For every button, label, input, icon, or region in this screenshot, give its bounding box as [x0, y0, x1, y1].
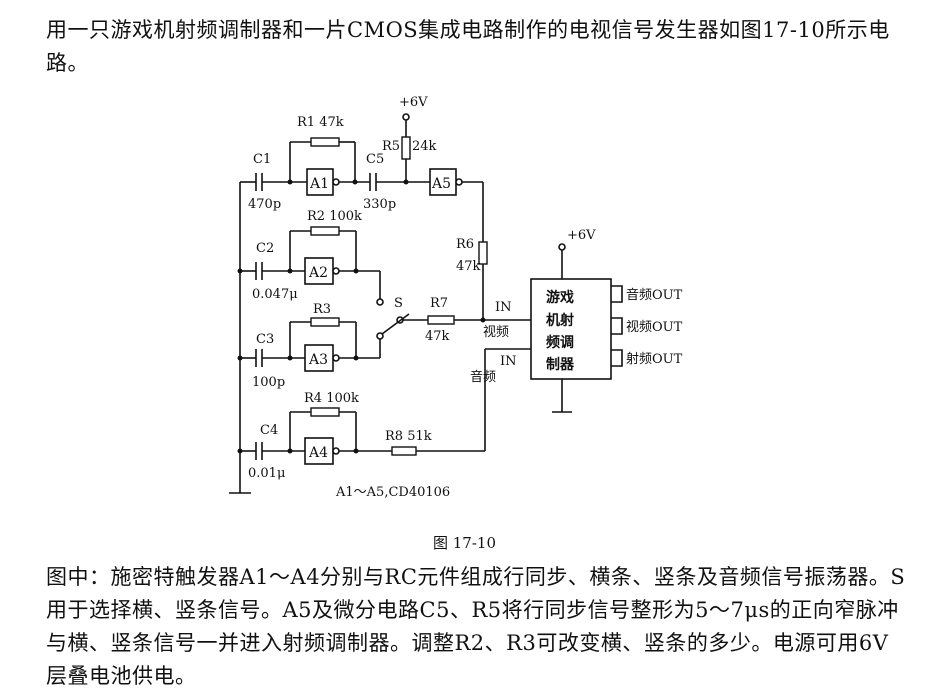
- a3-label: A3: [308, 352, 328, 368]
- capacitor-c4: C4 0.01μ: [248, 423, 305, 481]
- r3-label: R3: [313, 302, 331, 317]
- video-label: 视频: [483, 325, 509, 340]
- r7-value: 47k: [425, 329, 450, 344]
- description-paragraph: 图中：施密特触发器A1～A4分别与RC元件组成行同步、横条、竖条及音频信号振荡器…: [46, 565, 906, 688]
- modulator-line-3: 频调: [546, 334, 574, 351]
- intro-paragraph: 用一只游戏机射频调制器和一片CMOS集成电路制作的电视信号发生器如图17-10所…: [46, 18, 890, 75]
- ic-note: A1～A5,CD40106: [335, 485, 450, 500]
- modulator-line-1: 游戏: [546, 289, 574, 306]
- output-ports: 音频OUT 视频OUT 射频OUT: [611, 285, 683, 367]
- c2-label: C2: [256, 241, 274, 256]
- r8-label: R8 51k: [385, 429, 432, 444]
- capacitor-c5: C5 330p: [363, 152, 430, 212]
- a4-label: A4: [308, 445, 328, 461]
- r1-label: R1 47k: [297, 115, 344, 130]
- c4-label: C4: [260, 423, 278, 438]
- r4-label: R4 100k: [304, 391, 359, 406]
- resistor-r3: R3: [289, 302, 381, 361]
- r7-label: R7: [430, 296, 448, 311]
- gate-a3: A3: [304, 344, 340, 372]
- gate-a5: A5: [429, 168, 483, 196]
- c3-value: 100p: [252, 375, 285, 390]
- rf-modulator: +6V 游戏 机射 频调 制器: [530, 228, 612, 413]
- rf-out-label: 射频OUT: [626, 351, 683, 367]
- modulator-line-4: 制器: [546, 356, 575, 373]
- resistor-r2: R2 100k: [289, 209, 380, 274]
- gate-a4: A4: [304, 437, 340, 465]
- video-out-label: 视频OUT: [626, 320, 683, 335]
- resistor-r4: R4 100k: [289, 391, 359, 454]
- audio-label: 音频: [470, 369, 496, 385]
- r5-label: R5: [382, 139, 400, 154]
- resistor-r7: R7 47k: [403, 296, 531, 344]
- figure-caption: 图 17-10: [433, 534, 497, 552]
- gate-a1: A1: [306, 168, 340, 196]
- resistor-r6: R6 47k: [456, 182, 488, 320]
- c5-label: C5: [366, 152, 384, 167]
- capacitor-c1: C1 470p: [248, 152, 307, 212]
- a2-label: A2: [308, 265, 328, 281]
- capacitor-c3: C3 100p: [252, 332, 305, 390]
- c4-value: 0.01μ: [248, 466, 285, 481]
- resistor-r8: R8 51k: [339, 348, 531, 456]
- resistor-r5: +6V R5 24k: [382, 95, 437, 185]
- a1-label: A1: [309, 176, 329, 192]
- switch-label: S: [394, 296, 403, 311]
- selector-switch-s: S: [376, 296, 410, 340]
- video-in-label: IN: [495, 300, 512, 315]
- gate-a2: A2: [304, 257, 340, 285]
- c1-label: C1: [253, 152, 271, 167]
- capacitor-c2: C2 0.047μ: [252, 241, 305, 302]
- r5-value: 24k: [412, 139, 437, 154]
- c3-label: C3: [256, 332, 274, 347]
- c2-value: 0.047μ: [252, 287, 298, 302]
- modulator-line-2: 机射: [546, 312, 574, 329]
- r2-label: R2 100k: [307, 209, 362, 224]
- supply-right-label: +6V: [567, 228, 596, 243]
- r6-value: 47k: [456, 259, 481, 274]
- supply-left-label: +6V: [399, 95, 428, 110]
- audio-in-label: IN: [500, 354, 517, 369]
- ground-bus: [229, 181, 256, 494]
- c5-value: 330p: [363, 197, 396, 212]
- audio-out-label: 音频OUT: [626, 287, 683, 303]
- r6-label: R6: [456, 237, 474, 252]
- resistor-r1: R1 47k: [289, 115, 370, 185]
- a5-label: A5: [431, 176, 451, 192]
- c1-value: 470p: [248, 197, 281, 212]
